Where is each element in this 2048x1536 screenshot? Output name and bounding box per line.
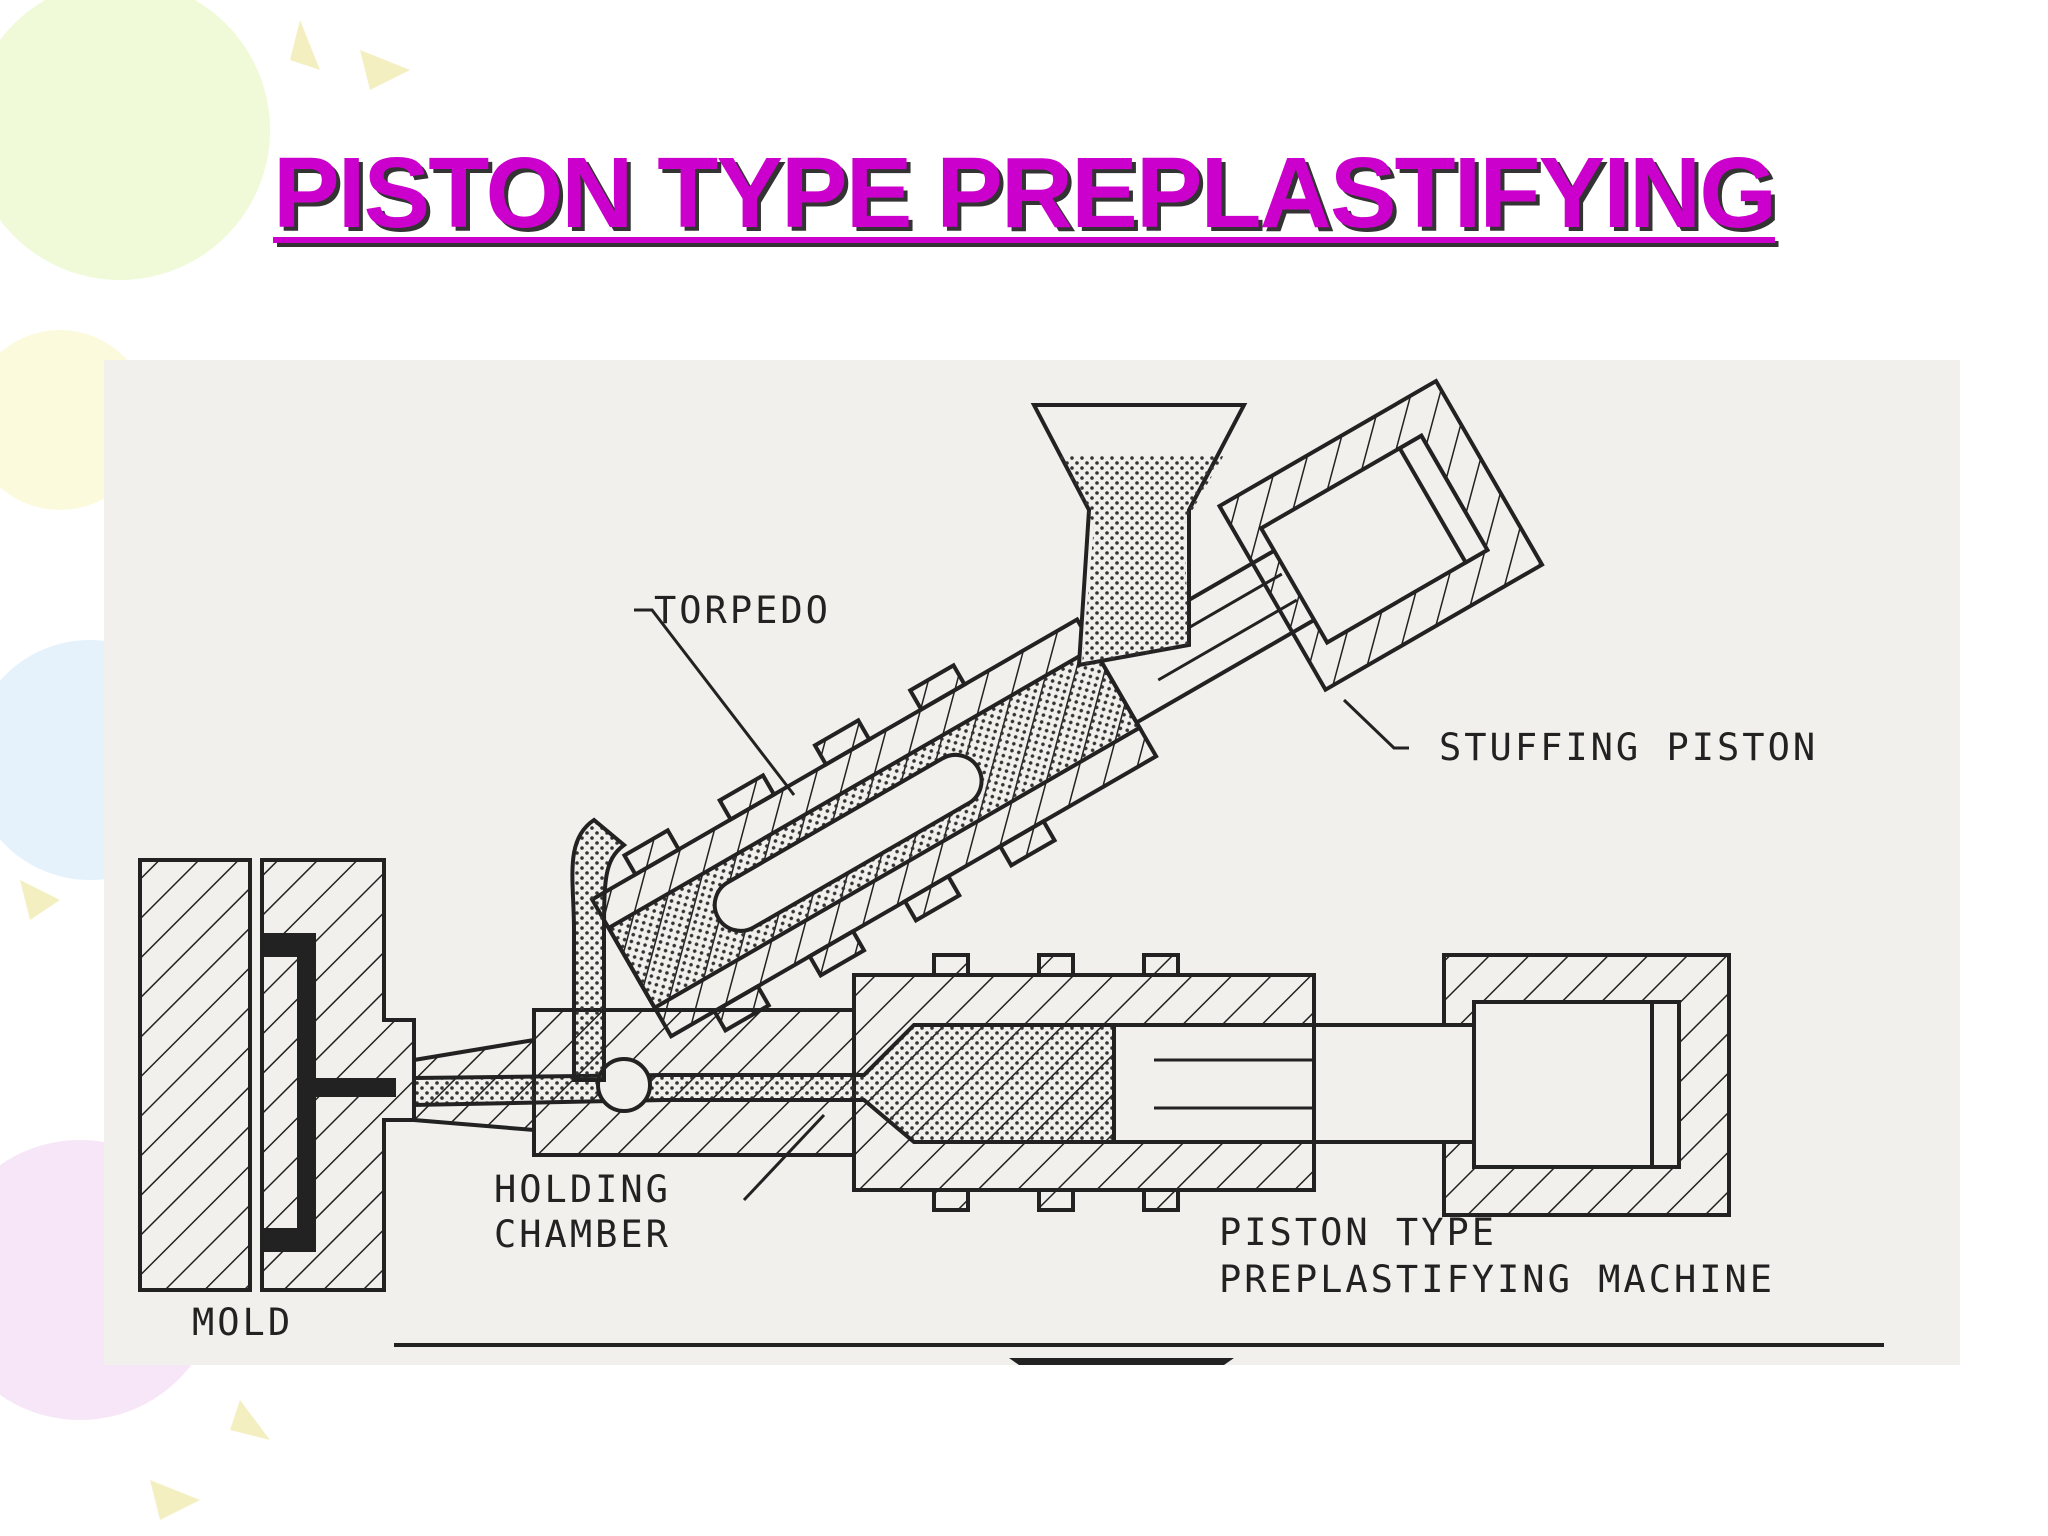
machine-diagram: TORPEDO STUFFING PISTON HOLDING CHAMBER …: [138, 378, 1884, 1365]
hopper-granules: [1059, 455, 1224, 665]
heater-band: [932, 953, 970, 977]
piston-line: [1157, 598, 1298, 682]
mold: [138, 858, 416, 1292]
torpedo: [712, 752, 984, 933]
label-machine-line2: PREPLASTIFYING MACHINE: [1219, 1258, 1775, 1301]
diagram-figure: TORPEDO STUFFING PISTON HOLDING CHAMBER …: [104, 360, 1960, 1365]
balloon-green: [0, 0, 270, 280]
check-ball: [596, 1057, 652, 1113]
heater-band: [1142, 953, 1180, 977]
cylinder-head: [1650, 1000, 1681, 1169]
heater-band: [1037, 1188, 1075, 1212]
piston-rod: [1312, 1023, 1476, 1144]
cylinder-bore: [1472, 1000, 1681, 1169]
label-holding-chamber-line1: HOLDING: [494, 1168, 671, 1211]
torpedo-leader: [634, 608, 796, 796]
sparkle: [290, 20, 320, 70]
label-holding-chamber-line2: CHAMBER: [494, 1213, 671, 1256]
stuffing-piston-leader: [1342, 698, 1409, 750]
sparkle: [360, 50, 410, 90]
leader-lines: [634, 608, 1409, 1202]
holding-chamber-leader: [742, 1113, 826, 1202]
heater-band: [1142, 1188, 1180, 1212]
label-stuffing-piston: STUFFING PISTON: [1439, 726, 1818, 769]
mold-right-half: [260, 858, 416, 1292]
heater-band: [932, 1188, 970, 1212]
label-mold: MOLD: [192, 1301, 293, 1344]
label-torpedo: TORPEDO: [654, 589, 831, 632]
sparkle: [150, 1480, 200, 1520]
sparkle: [230, 1400, 270, 1440]
heater-band: [1037, 953, 1075, 977]
page-title: PISTON TYPE PREPLASTIFYING: [273, 137, 1777, 249]
injection-barrel: [412, 953, 1404, 1212]
base-support: [1009, 1358, 1234, 1365]
stuffing-piston-head: [1396, 432, 1491, 566]
connecting-channel: [570, 817, 628, 1082]
label-machine-line1: PISTON TYPE: [1219, 1211, 1497, 1254]
hopper: [1030, 403, 1248, 668]
mold-cavity: [262, 933, 396, 1252]
injection-cylinder: [1312, 953, 1731, 1217]
preplasticizing-barrel: [589, 378, 1545, 1040]
injection-piston-rod: [1112, 1023, 1316, 1144]
sparkle: [20, 880, 60, 920]
mold-left-half: [138, 858, 252, 1292]
